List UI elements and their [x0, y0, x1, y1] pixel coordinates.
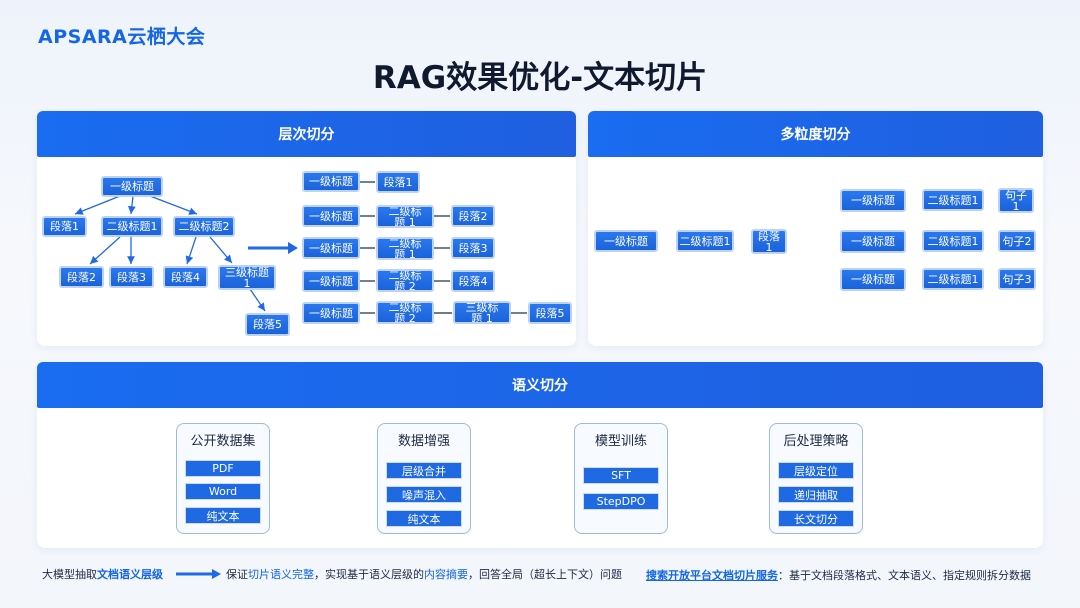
path2-h1: 一级标题 [302, 205, 360, 227]
footer-mid-post: ，回答全局（超长上下文）问题 [468, 568, 622, 581]
mg-source-h2: 二级标题1 [676, 230, 734, 252]
footer-middle: 保证切片语义完整，实现基于语义层级的内容摘要，回答全局（超长上下文）问题 [226, 566, 622, 582]
tree-root-node: 一级标题 [101, 176, 163, 197]
stage-item: 层级合并 [386, 462, 462, 479]
stage-item: Word [185, 483, 261, 500]
mg-out2-h1: 一级标题 [840, 230, 906, 253]
mg-out1-sent: 句子 1 [998, 188, 1034, 213]
path4-h1: 一级标题 [302, 270, 360, 292]
stage-title: 数据增强 [397, 434, 450, 449]
footer-right-bold: 搜索开放平台文档切片服务 [646, 569, 778, 582]
mg-source-para: 段落 1 [751, 229, 787, 254]
stage-item: StepDPO [583, 493, 659, 510]
path1-para: 段落1 [376, 171, 420, 193]
stage-title: 模型训练 [594, 434, 647, 449]
footer-mid-mid: ，实现基于语义层级的 [314, 568, 424, 581]
path3-para: 段落3 [451, 237, 495, 259]
mg-source-h1: 一级标题 [594, 230, 658, 252]
footer-right-post: ：基于文档段落格式、文本语义、指定规则拆分数据 [778, 569, 1031, 582]
mg-out3-h2: 二级标题1 [922, 268, 984, 290]
tree-para3-node: 段落3 [109, 266, 154, 288]
stage-item: 层级定位 [778, 462, 854, 479]
tree-para2-node: 段落2 [59, 266, 104, 288]
path3-h1: 一级标题 [302, 237, 360, 259]
footer-left: 大模型抽取文档语义层级 [42, 566, 163, 582]
multigranular-header: 多粒度切分 [588, 111, 1043, 157]
path5-h2: 二级标题 2 [376, 301, 434, 324]
tree-h3-1-node: 三级标题 1 [218, 265, 276, 290]
path4-h2: 二级标题 2 [376, 269, 434, 292]
path5-para: 段落5 [528, 302, 572, 324]
path2-para: 段落2 [451, 205, 495, 227]
stage-item: 长文切分 [778, 510, 854, 527]
path2-h2: 二级标题 1 [376, 205, 434, 228]
stage-title: 后处理策略 [783, 434, 849, 449]
footer-left-bold: 文档语义层级 [97, 568, 163, 581]
stage-postprocessing: 后处理策略 层级定位 递归抽取 长文切分 [769, 423, 863, 534]
apsara-logo: APSARA云栖大会 [38, 26, 206, 48]
tree-h2-2-node: 二级标题2 [173, 216, 235, 237]
tree-h2-1-node: 二级标题1 [101, 216, 163, 237]
page-title: RAG效果优化-文本切片 [372, 60, 708, 96]
stage-model-training: 模型训练 SFT StepDPO [574, 423, 668, 534]
stage-public-dataset: 公开数据集 PDF Word 纯文本 [176, 423, 270, 534]
mg-out2-h2: 二级标题1 [922, 230, 984, 252]
path4-para: 段落4 [451, 270, 495, 292]
stage-item: 纯文本 [386, 510, 462, 527]
mg-out3-h1: 一级标题 [840, 268, 906, 291]
path1-h1: 一级标题 [302, 171, 360, 192]
stage-item: PDF [185, 460, 261, 477]
path3-h2: 二级标题 1 [376, 237, 434, 260]
tree-para1-node: 段落1 [42, 216, 87, 237]
hierarchical-header: 层次切分 [37, 111, 576, 157]
mg-out2-sent: 句子2 [998, 230, 1036, 252]
mg-out1-h1: 一级标题 [840, 189, 906, 212]
tree-para5-node: 段落5 [245, 313, 290, 336]
footer-right: 搜索开放平台文档切片服务：基于文档段落格式、文本语义、指定规则拆分数据 [646, 567, 1031, 583]
footer-mid-pre: 保证 [226, 568, 248, 581]
footer-mid-hl2: 内容摘要 [424, 568, 468, 581]
stage-item: 噪声混入 [386, 486, 462, 503]
stage-item: SFT [583, 467, 659, 484]
stage-title: 公开数据集 [190, 434, 256, 449]
tree-para4-node: 段落4 [163, 266, 208, 288]
footer-mid-hl1: 切片语义完整 [248, 568, 314, 581]
path5-h3: 三级标题 1 [453, 301, 511, 324]
stage-data-augmentation: 数据增强 层级合并 噪声混入 纯文本 [377, 423, 471, 534]
semantic-header: 语义切分 [37, 362, 1043, 408]
mg-out1-h2: 二级标题1 [922, 189, 984, 211]
stage-item: 递归抽取 [778, 486, 854, 503]
path5-h1: 一级标题 [302, 302, 360, 324]
stage-item: 纯文本 [185, 507, 261, 524]
footer-left-pre: 大模型抽取 [42, 568, 97, 581]
mg-out3-sent: 句子3 [998, 268, 1036, 290]
